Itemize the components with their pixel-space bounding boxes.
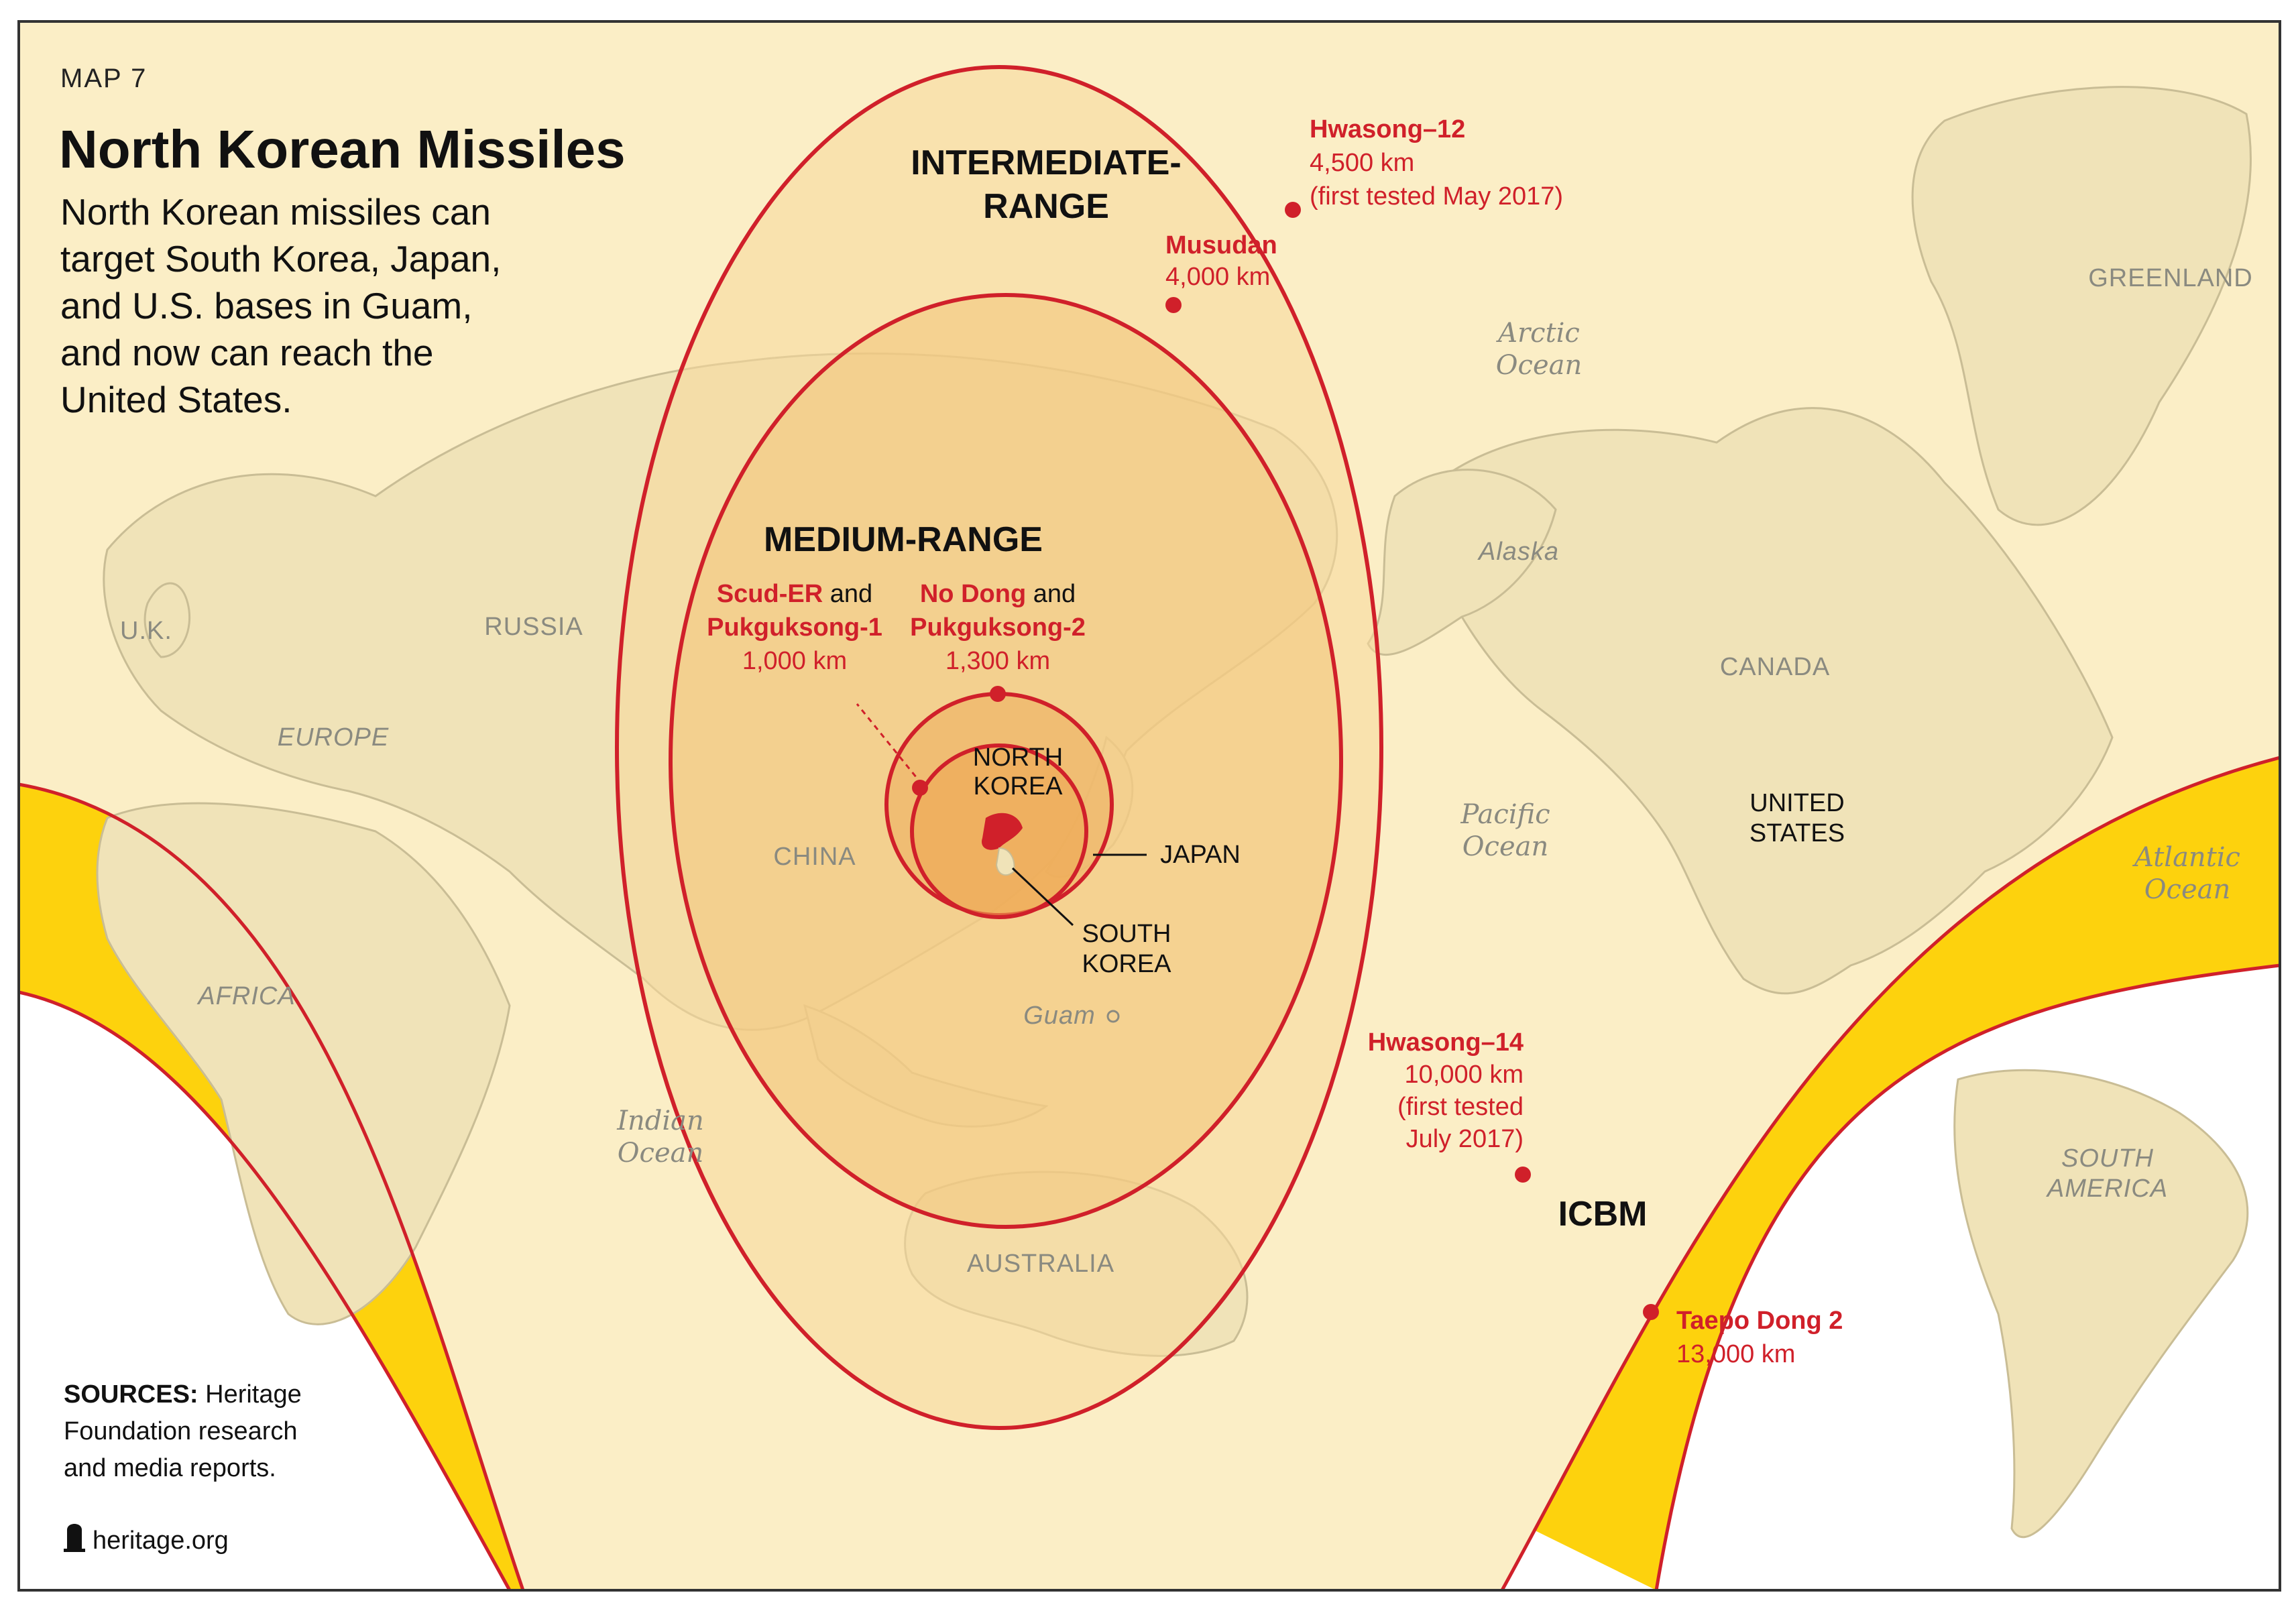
sources-label: SOURCES: (64, 1380, 198, 1409)
label-north-korea-2: KOREA (973, 772, 1063, 800)
label-pacific-ocean-1: Pacific (1460, 799, 1550, 830)
label-us-2: STATES (1749, 819, 1845, 847)
africa-shape (96, 802, 511, 1325)
map-kicker: MAP 7 (60, 64, 147, 93)
north-america-shape (1407, 407, 2114, 995)
scud-leader-line (856, 703, 923, 785)
label-greenland: GREENLAND (2088, 264, 2253, 292)
south-korea-leader-line (1011, 867, 1074, 927)
subtitle-line-1: North Korean missiles can (60, 191, 491, 233)
label-africa: AFRICA (196, 982, 295, 1010)
label-arctic-ocean-1: Arctic (1495, 318, 1580, 349)
subtitle-line-4: and now can reach the (60, 332, 434, 373)
page-title: North Korean Missiles (59, 119, 626, 179)
map-frame (17, 20, 2281, 1592)
heritage-bell-icon (64, 1524, 85, 1552)
hwasong12-note: (first tested May 2017) (1310, 182, 1563, 211)
label-australia: AUSTRALIA (967, 1250, 1114, 1278)
musudan-name: Musudan (1165, 231, 1277, 259)
nodong-label-line-1: No Dong and (920, 580, 1076, 608)
label-japan: JAPAN (1160, 841, 1241, 869)
hwasong14-range: 10,000 km (1405, 1061, 1524, 1089)
hwasong14-marker (1515, 1167, 1531, 1183)
sources-line-1: SOURCES: Heritage (64, 1380, 302, 1409)
nodong-range: 1,300 km (945, 647, 1050, 675)
south-korea-shape (995, 847, 1015, 876)
hwasong14-name: Hwasong–14 (1368, 1028, 1524, 1057)
sources-line-2: Foundation research (64, 1417, 298, 1445)
label-europe: EUROPE (278, 723, 389, 752)
taepodong-marker (1643, 1304, 1659, 1320)
scud-range: 1,000 km (742, 647, 847, 675)
label-pacific-ocean-2: Ocean (1462, 831, 1548, 862)
musudan-marker (1165, 297, 1182, 313)
intermediate-range-title-1: INTERMEDIATE- (911, 143, 1181, 182)
nodong-name: No Dong (920, 580, 1026, 608)
hwasong14-arc (19, 963, 2280, 1590)
scud-name: Scud-ER (717, 580, 823, 608)
subtitle-line-5: United States. (60, 379, 292, 420)
musudan-range: 4,000 km (1165, 263, 1270, 291)
greenland-shape (1911, 86, 2252, 526)
south-america-shape (1953, 1069, 2249, 1539)
label-canada: CANADA (1720, 653, 1830, 681)
site-link[interactable]: heritage.org (93, 1527, 229, 1555)
label-alaska: Alaska (1477, 538, 1559, 566)
label-atlantic-ocean-1: Atlantic (2132, 842, 2240, 873)
label-guam: Guam (1023, 1002, 1095, 1030)
hwasong14-note-2: July 2017) (1406, 1125, 1524, 1153)
medium-range-title: MEDIUM-RANGE (764, 520, 1043, 559)
label-south-korea-1: SOUTH (1082, 920, 1171, 948)
intermediate-range-title-2: RANGE (983, 187, 1109, 226)
sources-line-3: and media reports. (64, 1454, 276, 1482)
taepodong-arc (19, 756, 2280, 1590)
guam-marker (1106, 1010, 1120, 1023)
label-arctic-ocean-2: Ocean (1496, 350, 1582, 381)
hwasong14-note-1: (first tested (1397, 1093, 1524, 1121)
hwasong12-name: Hwasong–12 (1310, 115, 1465, 143)
label-south-america-2: AMERICA (2046, 1175, 2168, 1203)
label-uk: U.K. (120, 617, 172, 645)
nodong-name-2: Pukguksong-2 (910, 613, 1086, 642)
label-us-1: UNITED (1749, 789, 1844, 817)
north-korea-shape (982, 813, 1023, 850)
label-south-america-1: SOUTH (2061, 1144, 2154, 1173)
icbm-title: ICBM (1558, 1195, 1648, 1234)
nodong-and: and (1026, 580, 1076, 608)
taepodong-name: Taepo Dong 2 (1676, 1307, 1843, 1335)
label-china: CHINA (773, 843, 856, 871)
hwasong12-marker (1285, 202, 1301, 218)
uk-shape (144, 582, 191, 658)
subtitle-line-2: target South Korea, Japan, (60, 238, 501, 280)
scud-label-line-1: Scud-ER and (717, 580, 872, 608)
hwasong12-range: 4,500 km (1310, 149, 1414, 177)
label-indian-ocean-2: Ocean (618, 1138, 703, 1169)
scud-and: and (823, 580, 872, 608)
label-north-korea-1: NORTH (973, 743, 1063, 772)
taepodong-range: 13,000 km (1676, 1340, 1795, 1368)
nodong-marker (990, 686, 1006, 702)
subtitle-line-3: and U.S. bases in Guam, (60, 285, 472, 326)
scud-marker (912, 780, 928, 796)
sources-text-1: Heritage (198, 1380, 302, 1409)
label-south-korea-2: KOREA (1082, 950, 1171, 978)
label-indian-ocean-1: Indian (616, 1106, 704, 1136)
alaska-shape (1367, 469, 1557, 656)
label-russia: RUSSIA (484, 613, 583, 641)
label-atlantic-ocean-2: Ocean (2144, 874, 2230, 905)
scud-name-2: Pukguksong-1 (707, 613, 882, 642)
